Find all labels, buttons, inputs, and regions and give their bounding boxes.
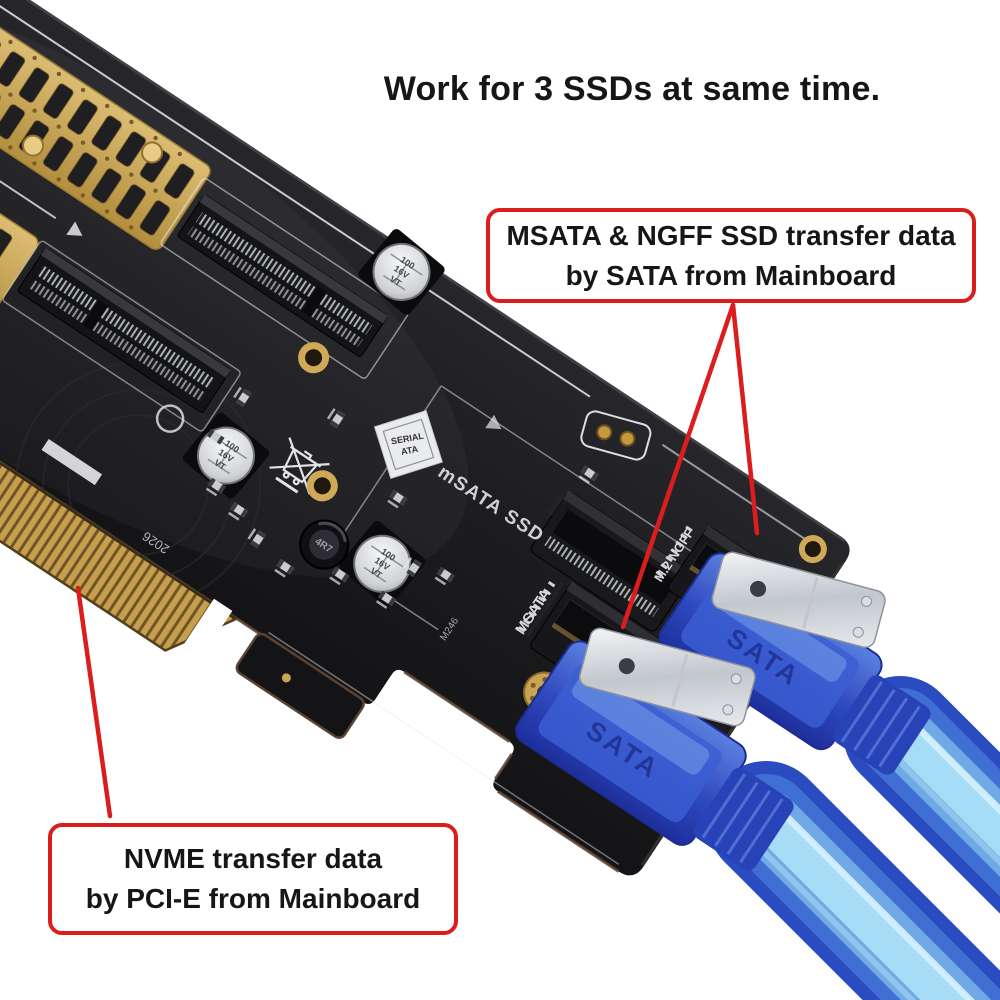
leader-line-ngff — [730, 302, 760, 536]
sata-cable-2 — [843, 676, 1000, 914]
inductor: 4R7 — [299, 519, 350, 570]
silkscreen-arrow — [485, 414, 502, 430]
serial-ata-logo-stamp: SERIAL ATA — [373, 409, 443, 479]
port-pin1-ticks — [518, 525, 693, 633]
leader-line-nvme — [75, 585, 113, 819]
silkscreen-bar — [41, 439, 103, 486]
logo-line2: ATA — [400, 444, 419, 457]
page-title: Work for 3 SSDs at same time. — [383, 70, 881, 108]
gold-fingers — [0, 455, 238, 671]
edge-tab — [235, 632, 365, 739]
leader-lines — [75, 302, 760, 819]
cable-boot — [694, 767, 794, 871]
metal-clip-msata — [578, 627, 756, 727]
leader-line-msata — [620, 302, 736, 630]
callout-sata-line2: by SATA from Mainboard — [565, 259, 897, 291]
solder-pad-box — [580, 410, 652, 461]
silkscreen-lines — [0, 0, 818, 865]
weee-icon — [269, 437, 330, 495]
m2-slot-2 — [17, 247, 231, 413]
callout-sata-line1: MSATA & NGFF SSD transfer data — [506, 219, 956, 251]
mounting-hole — [298, 342, 827, 564]
metal-clip-ngff — [711, 551, 886, 649]
cable-boot — [833, 675, 931, 775]
callout-nvme-line1: NVME transfer data — [123, 843, 383, 875]
callout-nvme-box: NVME transfer data by PCI-E from Mainboa… — [48, 823, 458, 935]
m2-slot-1 — [177, 194, 389, 357]
pcie-notch — [174, 598, 233, 671]
silkscreen-arrow — [66, 221, 83, 236]
sata-cable-1 — [707, 761, 1000, 1000]
callout-sata-box: MSATA & NGFF SSD transfer data by SATA f… — [486, 208, 976, 303]
callout-nvme-line2: by PCI-E from Mainboard — [85, 883, 421, 914]
